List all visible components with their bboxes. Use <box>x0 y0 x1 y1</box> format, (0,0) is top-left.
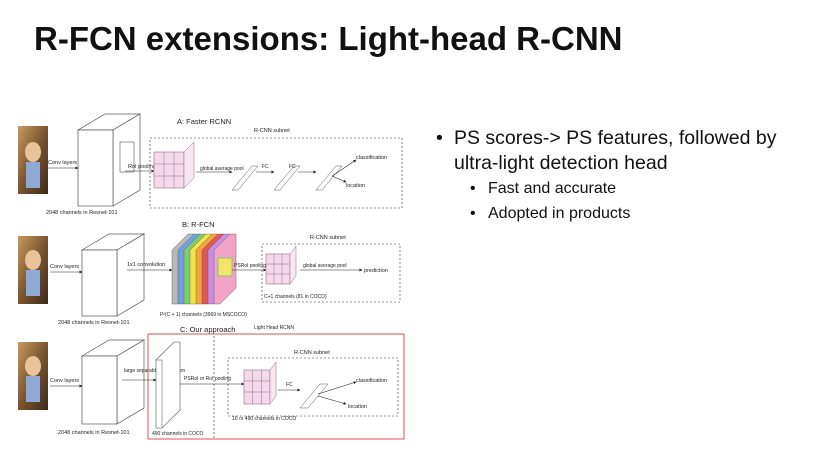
fc-c: FC <box>286 382 293 388</box>
fc1-a: FC <box>262 164 269 170</box>
cplus1-b: C+1 channels (81 in COCO) <box>264 294 327 300</box>
psroi-overlay <box>217 257 233 277</box>
bullet-list: PS scores-> PS features, followed by ult… <box>436 126 826 226</box>
score-map-stack <box>171 233 237 305</box>
light-head-box <box>147 333 405 440</box>
gap-label-a: global average pool <box>200 166 244 172</box>
subnet-box-c <box>227 357 399 417</box>
location-a: location <box>346 183 365 189</box>
panel-faster-rcnn: A: Faster RCNN Conv layers 2048 channels… <box>18 113 403 216</box>
panel-b-title: B: R-FCN <box>182 220 215 229</box>
fc2-a: FC <box>289 164 296 170</box>
panel-our-approach: C: Our approach Light Head RCNN Conv lay… <box>18 325 405 440</box>
small-channels-c: 10 or 490 channels in COCO <box>232 416 296 422</box>
child-face-shape <box>25 142 41 162</box>
sep-conv-c: large separable convolution <box>124 368 185 374</box>
slide-title: R-FCN extensions: Light-head R-CNN <box>34 20 623 57</box>
conv-layers-a: Conv layers <box>48 160 77 166</box>
gap-label-b: global average pool <box>303 263 347 269</box>
fc-slab-a3 <box>315 165 343 191</box>
architecture-diagram: A: Faster RCNN Conv layers 2048 channels… <box>18 113 405 440</box>
light-head-label: Light Head RCNN <box>254 325 294 331</box>
psroi-grid-b <box>265 253 291 285</box>
conv-layers-b: Conv layers <box>50 264 79 270</box>
psroi-label-c: PSRoI or RoI pooling <box>184 376 231 382</box>
subnet-label-a: R-CNN subnet <box>254 128 290 134</box>
panel-a-title: A: Faster RCNN <box>177 117 231 126</box>
psroi-label-b: PSRoI pooling <box>234 263 266 269</box>
thin-feature-map <box>155 341 181 429</box>
roi-grid-a <box>153 151 185 189</box>
classification-a: classification <box>356 155 387 161</box>
bullet-sub-products: Adopted in products <box>470 201 826 226</box>
channels-b: 2048 channels in Resnet-101 <box>58 320 130 326</box>
subnet-box-a <box>149 137 403 209</box>
fc-slab-c <box>299 383 329 409</box>
subnet-box-b <box>261 243 401 303</box>
small-channels-text: 10 or 490 channels in COCO <box>232 416 296 422</box>
subnet-label-b: R-CNN subnet <box>310 235 346 241</box>
prediction-b: prediction <box>364 268 388 274</box>
fc-slab-a2 <box>273 165 301 191</box>
score-channels-b: P²(C + 1) channels (3969 in MSCOCO) <box>160 312 247 318</box>
subnet-label-c: R-CNN subnet <box>294 350 330 356</box>
roi-label-a: RoI pooling <box>128 164 156 170</box>
panel-c-title: C: Our approach <box>180 325 235 334</box>
conv1x1-b: 1x1 convolution <box>127 262 165 268</box>
fc-slab-a1 <box>231 165 259 191</box>
conv-layers-c: Conv layers <box>50 378 79 384</box>
channels-a: 2048 channels in Resnet-101 <box>46 210 118 216</box>
bullet-sub-fast: Fast and accurate <box>470 176 826 201</box>
backbone-box-a <box>77 129 114 207</box>
bullet-main: PS scores-> PS features, followed by ult… <box>436 126 826 176</box>
backbone-box-b <box>81 249 118 317</box>
coco490-c: 490 channels in COCO <box>152 431 204 437</box>
location-c: location <box>348 404 367 410</box>
channels-c: 2048 channels in Resnet-101 <box>58 430 130 436</box>
backbone-box-c <box>81 355 118 425</box>
roi-grid-c <box>243 369 271 405</box>
classification-c: classification <box>356 378 387 384</box>
child-clothes-shape <box>26 162 40 188</box>
panel-rfcn: B: R-FCN Conv layers 2048 channels in Re… <box>18 220 401 326</box>
